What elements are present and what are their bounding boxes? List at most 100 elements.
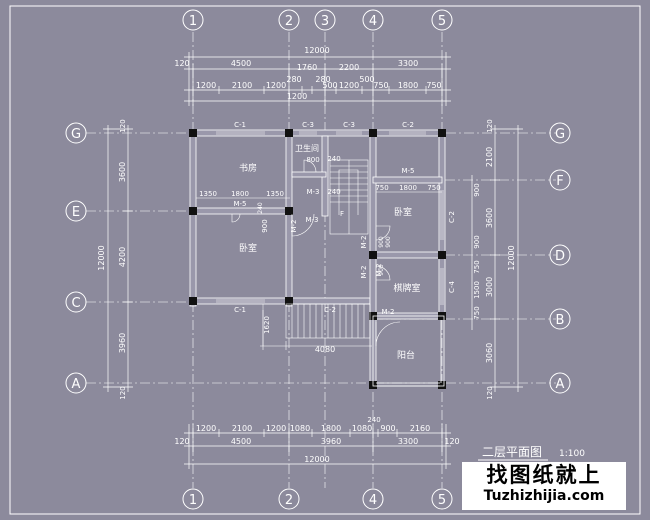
svg-text:2: 2 xyxy=(285,493,293,508)
left-dimension-text: 12000 3600 4200 3960 120 120 xyxy=(97,119,127,399)
wall-south xyxy=(189,297,371,305)
svg-text:750: 750 xyxy=(426,81,441,90)
svg-text:750: 750 xyxy=(427,184,440,192)
svg-text:2160: 2160 xyxy=(410,424,430,433)
room-card-room: 棋牌室 xyxy=(393,282,420,294)
svg-text:240: 240 xyxy=(367,416,380,424)
svg-text:G: G xyxy=(555,127,565,142)
room-bedroom-east: 卧室 xyxy=(394,206,412,218)
svg-text:750: 750 xyxy=(473,260,481,273)
svg-text:750: 750 xyxy=(375,184,388,192)
svg-text:120: 120 xyxy=(119,119,127,132)
axis-bubble-F-right: F xyxy=(549,169,571,191)
svg-text:3960: 3960 xyxy=(118,333,127,353)
svg-text:D: D xyxy=(555,249,565,264)
wall-north-right xyxy=(369,129,446,137)
svg-text:C-1: C-1 xyxy=(234,306,246,314)
opening-labels: C-1 C-3 C-3 C-2 C-2 C-4 C-1 C-2 M-5 M-5 … xyxy=(233,121,456,316)
drawing-frame xyxy=(9,5,641,515)
wall-axis-E xyxy=(195,207,291,215)
axis-bubble-C-left: C xyxy=(65,291,87,313)
room-balcony: 阳台 xyxy=(397,349,415,361)
interior-dimension-text: 1350 1800 1350 750 1800 750 800 240 240 … xyxy=(199,155,441,354)
axis-bubbles: 1 2 3 4 5 1 2 4 5 G E C A G F D B A xyxy=(65,9,571,510)
axis-bubble-4-top: 4 xyxy=(362,9,384,31)
svg-text:2100: 2100 xyxy=(232,424,252,433)
svg-text:4200: 4200 xyxy=(118,247,127,267)
axis-bubble-2-bottom: 2 xyxy=(278,488,300,510)
svg-text:900: 900 xyxy=(473,235,481,248)
svg-text:3300: 3300 xyxy=(398,437,418,446)
svg-text:A: A xyxy=(72,377,81,392)
svg-text:C-2: C-2 xyxy=(448,211,456,223)
svg-text:1200: 1200 xyxy=(196,424,216,433)
wall-axis-F xyxy=(372,176,443,184)
svg-text:4: 4 xyxy=(369,493,377,508)
svg-text:12000: 12000 xyxy=(304,46,329,55)
svg-text:1800: 1800 xyxy=(231,190,249,198)
svg-text:M-2: M-2 xyxy=(375,263,383,276)
svg-text:120: 120 xyxy=(444,437,459,446)
svg-text:120: 120 xyxy=(119,386,127,399)
svg-text:1200: 1200 xyxy=(339,81,359,90)
watermark-url-text: Tuzhizhijia.com xyxy=(483,488,605,504)
bottom-dimension-lines xyxy=(184,424,451,469)
axis-bubble-5-top: 5 xyxy=(431,9,453,31)
svg-text:M-3: M-3 xyxy=(306,188,319,196)
svg-text:M-3: M-3 xyxy=(305,216,318,224)
drawing-title: 二层平面图 1:100 xyxy=(478,445,585,461)
svg-text:900: 900 xyxy=(378,236,385,248)
svg-text:1080: 1080 xyxy=(352,424,372,433)
axis-bubble-1-bottom: 1 xyxy=(182,488,204,510)
room-bedroom-west: 卧室 xyxy=(239,242,257,254)
svg-text:900: 900 xyxy=(378,264,385,276)
right-dimension-lines xyxy=(471,125,523,392)
wall-bathroom-south xyxy=(291,171,327,178)
wall-north-left xyxy=(189,129,375,137)
axis-bubble-2-top: 2 xyxy=(278,9,300,31)
svg-text:5: 5 xyxy=(438,14,446,29)
svg-text:280: 280 xyxy=(286,75,301,84)
svg-text:120: 120 xyxy=(174,59,189,68)
bottom-dimension-text: 1200 2100 1200 1080 1800 1080 900 2160 2… xyxy=(174,416,459,464)
svg-text:1350: 1350 xyxy=(199,190,217,198)
svg-text:1800: 1800 xyxy=(398,81,418,90)
svg-text:1620: 1620 xyxy=(263,316,271,334)
axis-bubble-B-right: B xyxy=(549,308,571,330)
svg-text:G: G xyxy=(71,127,81,142)
top-dimension-text: 12000 120 4500 1760 2200 3300 280 280 50… xyxy=(174,46,441,101)
svg-text:900: 900 xyxy=(385,236,392,248)
svg-text:C-2: C-2 xyxy=(324,306,336,314)
svg-text:3960: 3960 xyxy=(321,437,341,446)
svg-text:2200: 2200 xyxy=(339,63,359,72)
room-study: 书房 xyxy=(239,162,257,174)
svg-text:B: B xyxy=(556,313,565,328)
stair xyxy=(329,159,369,235)
svg-text:1200: 1200 xyxy=(266,81,286,90)
svg-text:M-5: M-5 xyxy=(233,200,246,208)
axis-bubble-G-right: G xyxy=(549,122,571,144)
svg-text:1: 1 xyxy=(189,493,197,508)
svg-text:12000: 12000 xyxy=(507,245,516,270)
svg-text:240: 240 xyxy=(257,202,264,214)
axis-bubble-1-top: 1 xyxy=(182,9,204,31)
svg-text:900: 900 xyxy=(261,219,269,232)
title-scale: 1:100 xyxy=(559,449,585,459)
svg-text:3600: 3600 xyxy=(485,208,494,228)
svg-text:F: F xyxy=(340,210,344,218)
axis-bubble-3-top: 3 xyxy=(314,9,336,31)
svg-text:A: A xyxy=(556,377,565,392)
svg-text:4500: 4500 xyxy=(231,437,251,446)
svg-text:240: 240 xyxy=(327,188,340,196)
svg-text:1760: 1760 xyxy=(297,63,317,72)
svg-text:3: 3 xyxy=(321,14,329,29)
svg-text:280: 280 xyxy=(315,75,330,84)
wall-west xyxy=(189,129,197,307)
svg-text:12000: 12000 xyxy=(97,245,106,270)
svg-text:M-2: M-2 xyxy=(290,219,298,232)
svg-text:4080: 4080 xyxy=(315,345,335,354)
svg-text:500: 500 xyxy=(322,81,337,90)
svg-text:3060: 3060 xyxy=(485,343,494,363)
